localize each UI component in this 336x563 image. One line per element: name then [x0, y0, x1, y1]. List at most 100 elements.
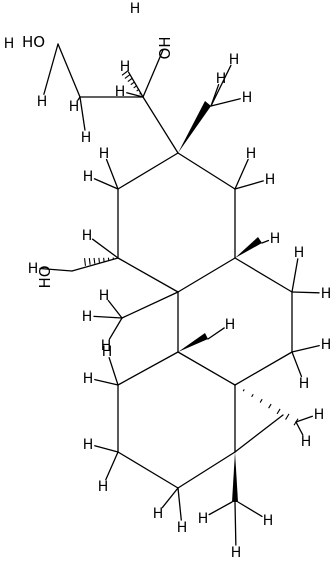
bond-to-hydrogen — [79, 96, 86, 131]
bond-to-hydrogen — [295, 421, 304, 436]
hydrogen-label: H — [153, 506, 164, 522]
bond-to-hydrogen — [210, 64, 232, 107]
hydrogen-label: H — [83, 169, 94, 185]
hash-stroke — [251, 393, 254, 398]
bond-ring-a3 — [117, 257, 179, 293]
bond-ring-b4 — [177, 351, 236, 386]
hydrogen-label: H — [115, 84, 126, 100]
hydrogen-label: H — [130, 1, 141, 17]
bond-o-ch2 — [57, 43, 81, 98]
bond-ring-b3 — [234, 351, 293, 386]
hydroxyl-label-top: OH — [156, 36, 174, 59]
hydrogen-label: H — [263, 513, 274, 529]
hash-stroke — [259, 398, 263, 403]
hydrogen-label: H — [83, 437, 94, 453]
hydrogen-label: H — [229, 52, 240, 68]
bond-to-hydrogen — [291, 258, 299, 293]
bond-ring-a1 — [117, 152, 179, 190]
bond-to-hydrogen — [126, 92, 144, 98]
bond-to-hydrogen — [94, 378, 119, 386]
bond-ring-c1 — [117, 351, 179, 386]
hydrogen-label: H — [301, 434, 312, 450]
hash-stroke — [93, 257, 96, 264]
bond-to-hydrogen — [234, 501, 237, 546]
bond-to-hydrogen — [93, 178, 119, 190]
hash-stroke — [121, 70, 129, 76]
bond-to-hydrogen — [210, 83, 220, 107]
bond-to-hydrogen — [77, 96, 81, 101]
bond-to-hydrogen — [234, 158, 249, 190]
bond-to-hydrogen — [177, 487, 182, 521]
bond-to-hydrogen — [105, 158, 119, 190]
hydrogen-label: H — [198, 511, 209, 527]
bond-methyl-junction — [121, 291, 179, 319]
hydrogen-label: H — [102, 344, 113, 360]
bond-to-hydrogen — [107, 299, 123, 319]
bond-to-hydrogen — [161, 487, 179, 509]
bond-to-hydrogen — [105, 451, 119, 481]
hash-stroke — [88, 258, 91, 265]
hydrogen-label: H — [37, 94, 48, 110]
hydrogen-label: H — [246, 146, 257, 162]
hydrogen-label: H — [294, 245, 305, 261]
bond-bridge-1 — [234, 414, 284, 453]
hashed-bonds — [83, 70, 299, 426]
hydrogen-label: H — [120, 59, 131, 75]
wedge-c9-h — [235, 237, 262, 258]
bond-c-oh-ring — [71, 257, 119, 272]
hydrogen-label: H — [83, 371, 94, 387]
bond-to-hydrogen — [39, 267, 73, 272]
hydroxyl-label-left: HO — [22, 33, 45, 51]
wedge-c13-methyl — [178, 101, 211, 153]
hydrogen-label: H — [299, 376, 310, 392]
hydrogen-label: H — [82, 228, 93, 244]
hydrogen-label: H — [242, 90, 253, 106]
skeleton-bonds — [57, 43, 293, 489]
hash-c-oh — [83, 257, 114, 266]
hydrogen-label: H — [225, 317, 236, 333]
bond-to-hydrogen — [234, 180, 264, 190]
hash-stroke — [98, 257, 100, 263]
bond-to-hydrogen — [91, 238, 119, 259]
hash-stroke — [268, 403, 272, 409]
bond-to-hydrogen — [261, 239, 270, 244]
bond-to-hydrogen — [127, 71, 144, 98]
hydrogen-label: H — [69, 99, 80, 115]
bond-to-hydrogen — [43, 43, 59, 95]
hydrogen-label: H — [101, 338, 112, 354]
hydrogen-label: H — [314, 407, 325, 423]
bond-ring-c4 — [177, 451, 236, 489]
wedge-c8-h — [178, 333, 208, 352]
bond-to-hydrogen — [108, 357, 119, 386]
hash-stroke — [242, 389, 245, 392]
wedge-c4-methyl — [232, 452, 238, 502]
bond-to-hydrogen — [237, 501, 263, 518]
bond-to-hydrogen — [207, 327, 225, 340]
bond-ring-a6 — [177, 152, 236, 190]
hash-c-bridge — [242, 389, 299, 426]
hydrogen-label: H — [265, 172, 276, 188]
bond-to-hydrogen — [94, 445, 119, 453]
bond-to-hydrogen — [93, 315, 123, 319]
bond-to-hydrogen — [208, 501, 233, 516]
bond-to-hydrogen — [291, 344, 320, 353]
bond-to-hydrogen — [291, 351, 303, 378]
hydroxyl-label-ring: HO — [36, 265, 54, 288]
bond-to-hydrogen — [295, 415, 314, 423]
hydrogen-label: H — [98, 479, 109, 495]
hydrogen-label: H — [28, 261, 39, 277]
hydrogen-label: H — [82, 309, 93, 325]
hash-stroke — [285, 413, 290, 420]
bond-ch-oh — [142, 49, 164, 98]
bond-to-hydrogen — [108, 317, 123, 340]
hydrogen-label: H — [270, 231, 281, 247]
hydrogen-label: H — [321, 286, 332, 302]
hydrogen-label: H — [321, 337, 332, 353]
hydrogen-label: H — [231, 545, 242, 561]
hydrogen-label: H — [99, 288, 110, 304]
hydrogen-label: H — [177, 520, 188, 536]
hydrogen-label: H — [81, 130, 92, 146]
bond-ring-a4 — [177, 257, 236, 293]
